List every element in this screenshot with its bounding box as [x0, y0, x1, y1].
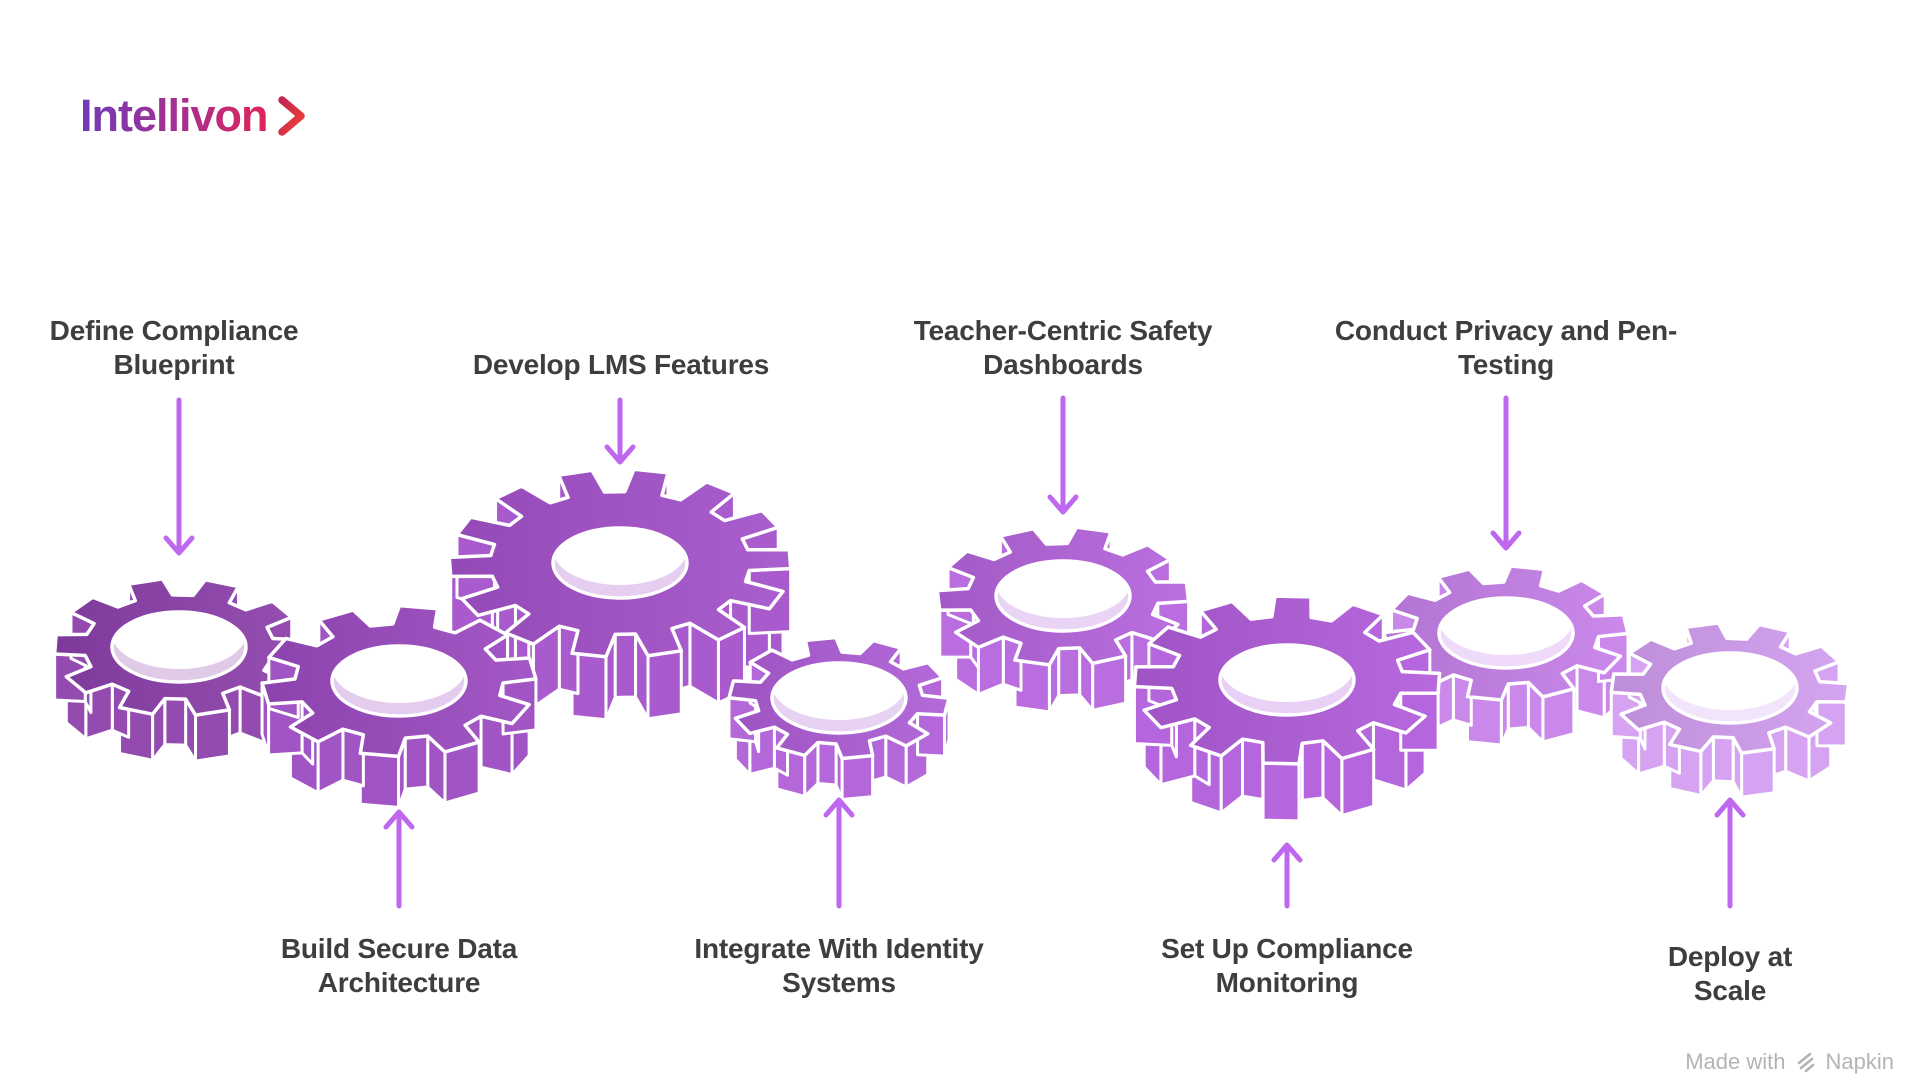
- logo: Intellivon: [80, 93, 307, 138]
- watermark-brand: Napkin: [1825, 1049, 1894, 1074]
- arrow-down-icon: [604, 397, 636, 465]
- gear-step-3: [447, 467, 793, 722]
- arrow-up-icon: [823, 797, 855, 909]
- arrow-down-icon: [1490, 395, 1522, 551]
- step-label-develop-lms-features: Develop LMS Features: [472, 349, 770, 380]
- arrow-up-icon: [383, 809, 415, 909]
- arrow-down-icon: [163, 397, 195, 556]
- step-label-teacher-centric-safety-dashboards: Teacher-Centric Safety Dashboards: [913, 315, 1213, 380]
- gear-step-6: [1132, 594, 1442, 823]
- logo-chevron-icon: [277, 96, 305, 136]
- arrow-up-icon: [1714, 797, 1746, 909]
- gear-step-4: [727, 635, 951, 801]
- arrow-up-icon: [1271, 842, 1303, 909]
- napkin-logo-icon: [1797, 1052, 1814, 1073]
- step-label-define-compliance-blueprint: Define Compliance Blueprint: [49, 315, 299, 380]
- step-label-deploy-at-scale: Deploy at Scale: [1667, 941, 1793, 1006]
- napkin-watermark: Made with Napkin: [1685, 1049, 1894, 1075]
- arrow-down-icon: [1047, 395, 1079, 515]
- gear-step-2: [260, 603, 538, 809]
- step-label-set-up-compliance-monitoring: Set Up Compliance Monitoring: [1161, 933, 1413, 998]
- gear-step-8: [1609, 621, 1851, 799]
- gear-step-7: [1382, 564, 1630, 747]
- step-label-conduct-privacy-and-pen-testing: Conduct Privacy and Pen- Testing: [1334, 315, 1678, 380]
- step-label-build-secure-data-architecture: Build Secure Data Architecture: [280, 933, 518, 998]
- watermark-prefix: Made with: [1685, 1049, 1786, 1074]
- step-label-integrate-with-identity-systems: Integrate With Identity Systems: [694, 933, 984, 998]
- logo-text: Intellivon: [80, 90, 269, 141]
